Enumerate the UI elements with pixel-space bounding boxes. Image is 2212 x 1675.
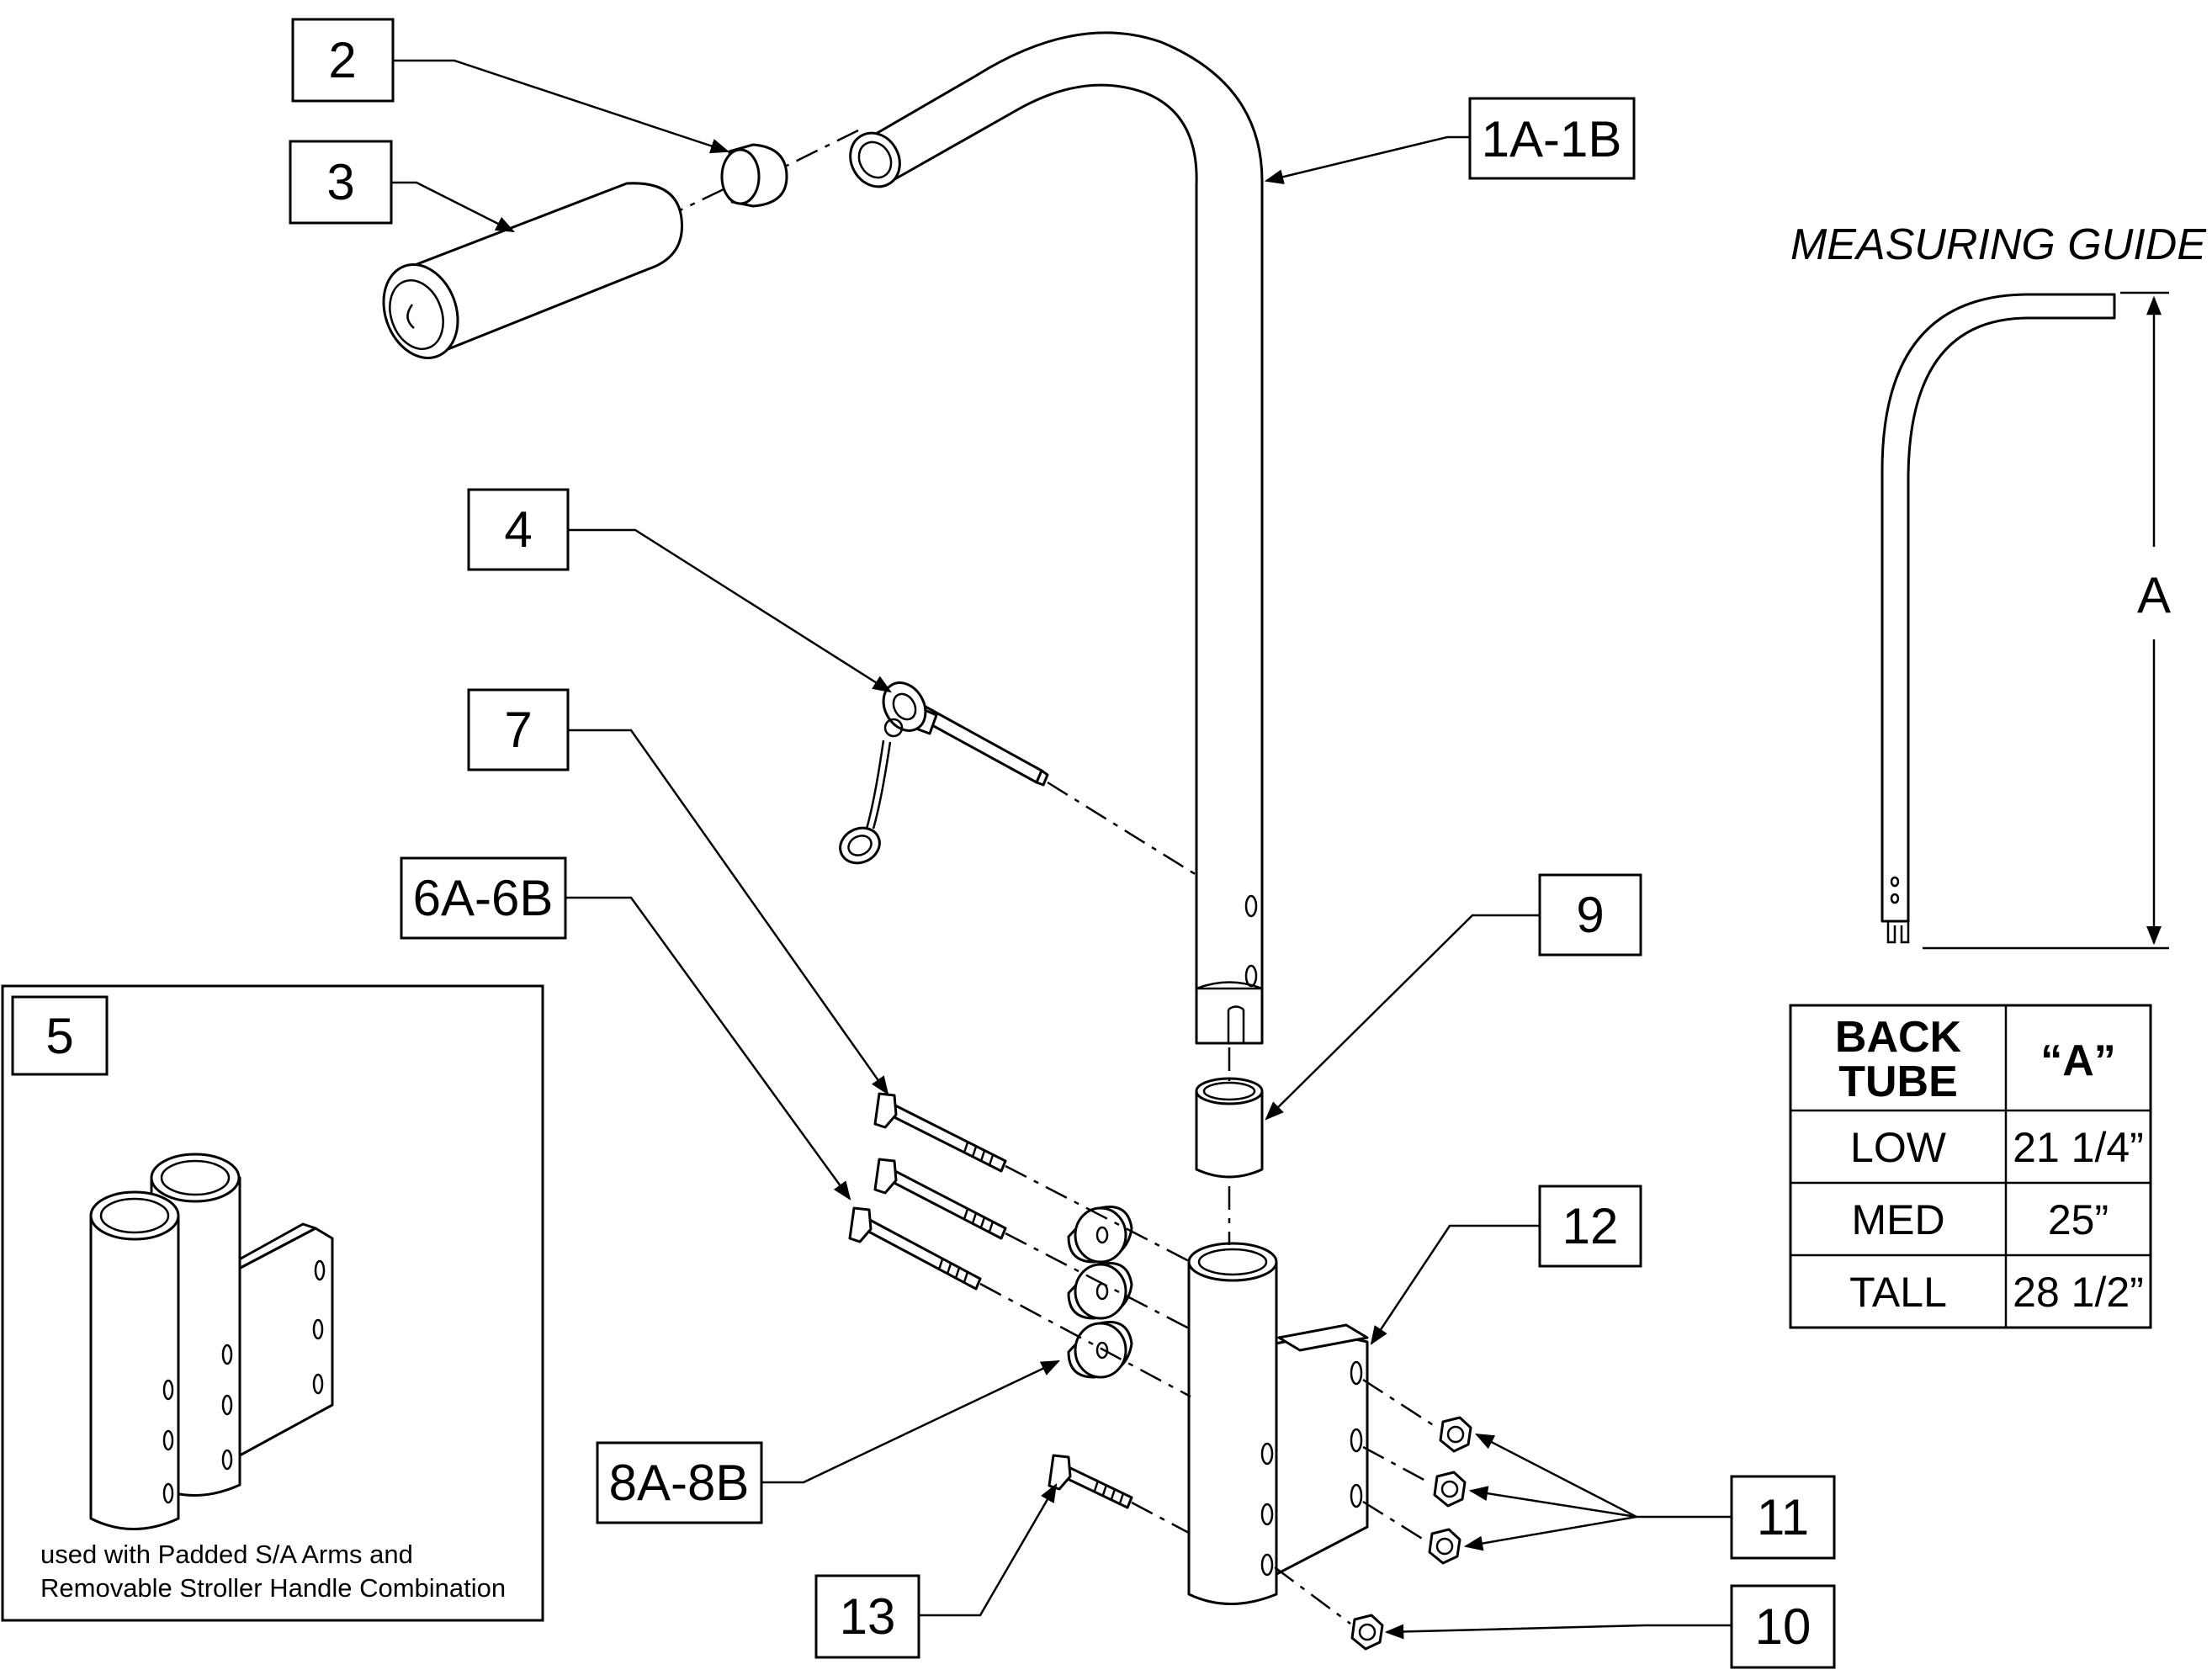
callout-9-label: 9 — [1576, 887, 1604, 943]
callout-10: 10 — [1730, 1584, 1836, 1669]
callout-3: 3 — [289, 140, 393, 225]
callout-12-label: 12 — [1562, 1198, 1619, 1254]
release-pin-part — [839, 681, 1049, 865]
callout-3-label: 3 — [326, 154, 354, 210]
callout-6a-6b-label: 6A-6B — [413, 870, 554, 926]
handle-grip-part — [382, 182, 683, 359]
table-header-back: BACK — [1835, 1013, 1962, 1062]
nuts-part — [1350, 1416, 1472, 1651]
table-row-tall-a: 28 1/2” — [2013, 1269, 2144, 1316]
callout-5-label: 5 — [45, 1008, 73, 1064]
callout-2: 2 — [291, 18, 395, 103]
callout-11: 11 — [1730, 1475, 1836, 1560]
callout-8a-8b: 8A-8B — [596, 1441, 763, 1524]
callout-8a-8b-label: 8A-8B — [609, 1455, 750, 1511]
bolt-6a-part — [873, 1158, 1007, 1240]
assembly-centerlines — [679, 129, 1435, 1625]
measuring-guide-title: MEASURING GUIDE — [1790, 220, 2207, 269]
callout-13-label: 13 — [840, 1588, 896, 1645]
callout-4: 4 — [467, 488, 570, 571]
callout-13: 13 — [814, 1574, 920, 1659]
callout-9: 9 — [1538, 873, 1642, 957]
callout-1a-1b-label: 1A-1B — [1482, 111, 1622, 167]
spacer-sleeve-part — [1195, 1077, 1264, 1179]
inset-note-line-2: Removable Stroller Handle Combination — [40, 1573, 506, 1603]
table-row-low-a: 21 1/4” — [2013, 1124, 2144, 1171]
table-row-med-a: 25” — [2048, 1196, 2109, 1243]
callout-12: 12 — [1538, 1185, 1642, 1268]
bolt-6b-part — [848, 1206, 982, 1291]
callout-7-label: 7 — [504, 702, 532, 758]
bolt-7-part — [873, 1092, 1007, 1173]
dimension-a-label: A — [2137, 567, 2171, 623]
guide-tube-outline — [1880, 293, 2116, 944]
callout-4-label: 4 — [504, 501, 532, 558]
table-row-low-tube: LOW — [1850, 1124, 1947, 1171]
callout-6a-6b: 6A-6B — [400, 856, 567, 940]
socket-bracket-part — [1187, 1242, 1369, 1605]
callout-1a-1b: 1A-1B — [1468, 97, 1636, 180]
table-header-a: “A” — [2040, 1036, 2116, 1085]
callout-2-label: 2 — [328, 32, 356, 88]
callout-7: 7 — [467, 688, 570, 771]
measuring-guide: MEASURING GUIDE A BACK TUBE “A” LOW 21 1… — [1789, 220, 2207, 1329]
dimension-a: A — [1923, 291, 2171, 950]
table-row-med-tube: MED — [1851, 1196, 1944, 1243]
back-tube-table: BACK TUBE “A” LOW 21 1/4” MED 25” TALL 2… — [1789, 1004, 2152, 1329]
inset-panel: 5 used with Padded S/A Arms and Removabl… — [1, 984, 544, 1622]
double-socket-part — [89, 1153, 334, 1530]
callout-11-label: 11 — [1757, 1489, 1809, 1545]
back-tube-part — [849, 31, 1264, 1045]
inset-note-line-1: used with Padded S/A Arms and — [40, 1540, 413, 1569]
callout-10-label: 10 — [1755, 1598, 1812, 1655]
callout-leaders — [391, 59, 1732, 1640]
table-row-tall-tube: TALL — [1849, 1269, 1947, 1316]
end-cap-part — [720, 143, 788, 208]
bolt-13-part — [1048, 1454, 1133, 1509]
wedge-spacers-part — [1067, 1206, 1133, 1379]
table-header-tube: TUBE — [1838, 1057, 1958, 1106]
